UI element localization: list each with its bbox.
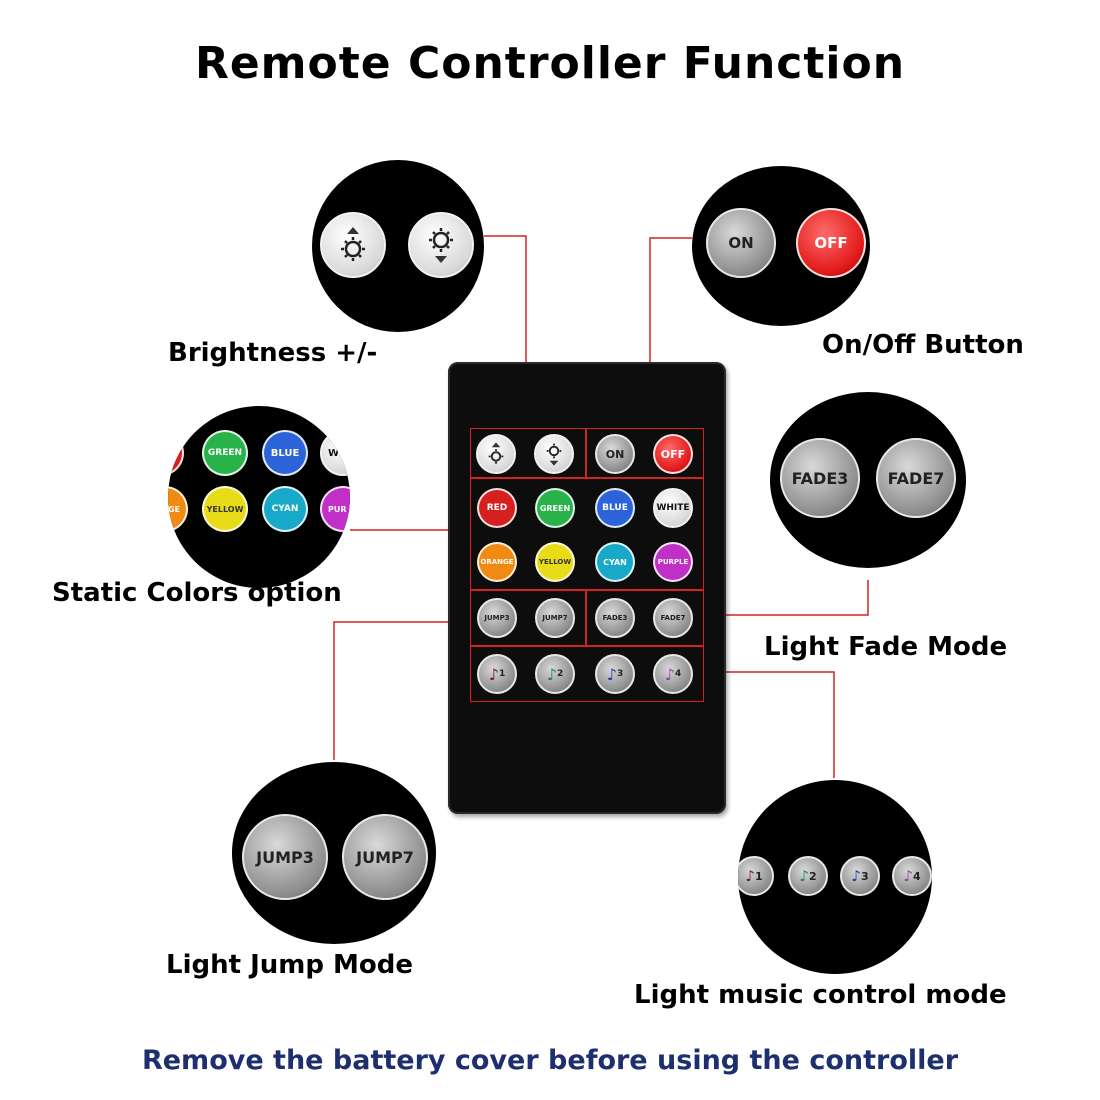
- color-white-button[interactable]: WHITE: [653, 488, 693, 528]
- fade7-zoom-button: FADE7: [876, 438, 956, 518]
- color-red-button[interactable]: RED: [477, 488, 517, 528]
- brightness-group-box: [470, 428, 586, 478]
- jump7-zoom-button: JUMP7: [342, 814, 428, 900]
- static-colors-zoom-circle: GREEN BLUE W GE YELLOW CYAN PUR: [168, 406, 350, 588]
- fade3-zoom-button: FADE3: [780, 438, 860, 518]
- brightness-up-zoom-icon: [320, 212, 386, 278]
- on-button[interactable]: ON: [595, 434, 635, 474]
- music-4-button[interactable]: ♪4: [653, 654, 693, 694]
- music-2-button[interactable]: ♪2: [535, 654, 575, 694]
- fade3-button[interactable]: FADE3: [595, 598, 635, 638]
- zoom-purple-partial: PUR: [320, 486, 350, 532]
- music-zoom-circle: ♪1 ♪2 ♪3 ♪4: [738, 780, 932, 974]
- brightness-down-button[interactable]: [534, 434, 574, 474]
- zoom-white-partial: W: [320, 430, 350, 476]
- fade-label: Light Fade Mode: [764, 632, 1008, 662]
- brightness-zoom-circle: [312, 160, 484, 332]
- jump3-zoom-button: JUMP3: [242, 814, 328, 900]
- sun-down-icon: [546, 443, 562, 466]
- music4-zoom-button: ♪4: [892, 856, 932, 896]
- music-note-icon: ♪: [546, 664, 557, 684]
- zoom-cyan: CYAN: [262, 486, 308, 532]
- sun-up-icon: [488, 442, 504, 464]
- onoff-group-box: [586, 428, 704, 478]
- jump7-button[interactable]: JUMP7: [535, 598, 575, 638]
- zoom-blue: BLUE: [262, 430, 308, 476]
- page-title: Remote Controller Function: [194, 38, 906, 89]
- music-label: Light music control mode: [634, 980, 1007, 1010]
- zoom-yellow: YELLOW: [202, 486, 248, 532]
- brightness-label: Brightness +/-: [168, 338, 378, 368]
- colors-group-box: [470, 478, 704, 590]
- onoff-label: On/Off Button: [822, 330, 1024, 360]
- music3-zoom-button: ♪3: [840, 856, 880, 896]
- music-3-button[interactable]: ♪3: [595, 654, 635, 694]
- color-orange-button[interactable]: ORANGE: [477, 542, 517, 582]
- color-cyan-button[interactable]: CYAN: [595, 542, 635, 582]
- music2-zoom-button: ♪2: [788, 856, 828, 896]
- music-note-icon: ♪: [664, 664, 675, 684]
- fade-zoom-circle: FADE3 FADE7: [770, 392, 966, 568]
- jump-zoom-circle: JUMP3 JUMP7: [232, 762, 436, 944]
- music-note-icon: ♪: [606, 664, 617, 684]
- music-1-button[interactable]: ♪1: [477, 654, 517, 694]
- onoff-zoom-circle: ON OFF: [692, 166, 870, 326]
- jump-label: Light Jump Mode: [166, 950, 413, 980]
- color-yellow-button[interactable]: YELLOW: [535, 542, 575, 582]
- fade-group-box: [586, 590, 704, 646]
- color-purple-button[interactable]: PURPLE: [653, 542, 693, 582]
- brightness-up-button[interactable]: [476, 434, 516, 474]
- color-green-button[interactable]: GREEN: [535, 488, 575, 528]
- fade7-button[interactable]: FADE7: [653, 598, 693, 638]
- off-zoom-button: OFF: [796, 208, 866, 278]
- music1-zoom-button: ♪1: [738, 856, 774, 896]
- music-note-icon: ♪: [488, 664, 499, 684]
- on-zoom-button: ON: [706, 208, 776, 278]
- color-blue-button[interactable]: BLUE: [595, 488, 635, 528]
- jump-group-box: [470, 590, 586, 646]
- jump3-button[interactable]: JUMP3: [477, 598, 517, 638]
- battery-cover-notice: Remove the battery cover before using th…: [141, 1045, 959, 1076]
- brightness-down-zoom-icon: [408, 212, 474, 278]
- zoom-green: GREEN: [202, 430, 248, 476]
- remote-controller: ON OFF RED GREEN BLUE WHITE ORANGE YELLO…: [448, 362, 726, 814]
- static-colors-label: Static Colors option: [52, 578, 342, 608]
- off-button[interactable]: OFF: [653, 434, 693, 474]
- zoom-orange-partial: GE: [168, 486, 188, 532]
- music-group-box: [470, 646, 704, 702]
